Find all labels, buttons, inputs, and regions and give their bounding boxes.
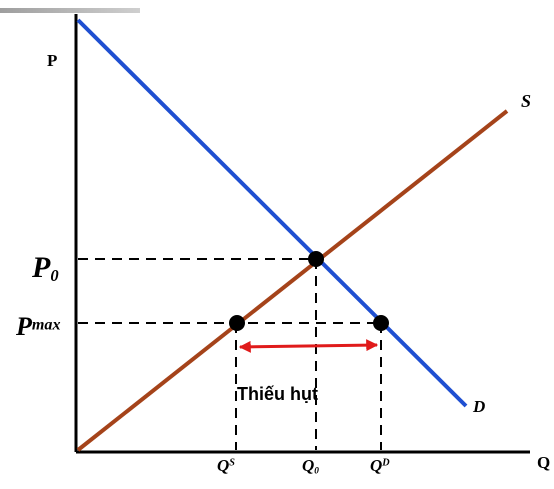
demand-curve	[76, 18, 468, 408]
shortage-arrow	[238, 339, 379, 353]
quantity-demanded-label: QD	[370, 457, 390, 474]
pmax-main: P	[16, 312, 32, 341]
quantity-demanded-point	[373, 315, 389, 331]
top-rule-decoration	[0, 8, 140, 13]
quantity-supplied-label: QS	[217, 457, 235, 474]
qs-superscript: S	[229, 457, 235, 469]
qd-main: Q	[370, 456, 383, 475]
demand-curve-label: D	[473, 397, 486, 416]
p0-subscript: 0	[50, 266, 59, 286]
q0-main: Q	[302, 456, 315, 475]
equilibrium-price-label: P0	[32, 253, 59, 285]
pmax-superscript: max	[31, 316, 61, 334]
quantity-supplied-point	[229, 315, 245, 331]
supply-curve-label: S	[521, 91, 532, 111]
shortage-label: Thiếu hụt	[237, 384, 318, 404]
equilibrium-quantity-label: Q0	[302, 457, 319, 477]
y-axis-label: P	[47, 51, 58, 70]
qs-main: Q	[217, 456, 230, 475]
x-axis-label: Q	[537, 453, 551, 472]
price-ceiling-label: Pmax	[16, 314, 61, 340]
p0-main: P	[32, 251, 51, 284]
qd-superscript: D	[382, 457, 390, 469]
equilibrium-point	[308, 251, 324, 267]
q0-subscript: 0	[314, 466, 319, 477]
supply-curve	[76, 109, 509, 452]
